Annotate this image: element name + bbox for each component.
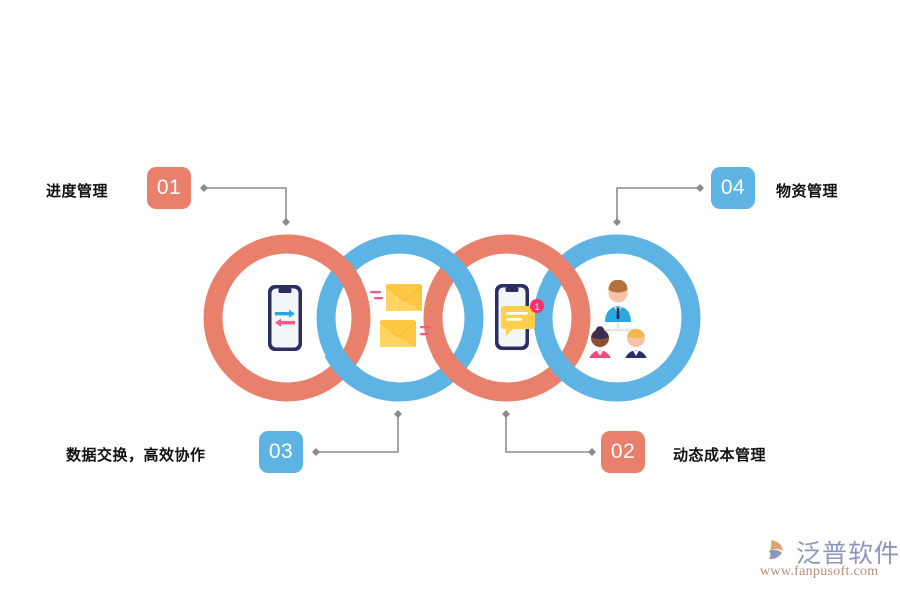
team-group-icon (589, 280, 647, 358)
envelopes-icon (370, 284, 431, 347)
label-01: 进度管理 (46, 182, 109, 200)
watermark-url: www.fanpusoft.com (760, 564, 879, 579)
ring-3-over-ring-2 (432, 347, 508, 402)
ring-1-over-ring-2 (286, 234, 362, 289)
watermark: 泛普软件 www.fanpusoft.com (752, 532, 899, 590)
watermark-brand: 泛普软件 (796, 539, 900, 568)
fanpu-swoosh-logo-icon (755, 536, 783, 562)
notification-count: 1 (534, 302, 539, 312)
badge-04[interactable]: 04 (711, 167, 755, 209)
ring-3-over-ring-4 (506, 234, 582, 291)
phone-chat-notification-icon: 1 (495, 284, 544, 350)
badge-02[interactable]: 02 (601, 431, 645, 473)
phone-data-exchange-icon (268, 285, 302, 351)
label-03: 数据交换，高效协作 (66, 446, 206, 464)
ring-2-over-ring-3 (399, 234, 475, 289)
badge-03[interactable]: 03 (259, 431, 303, 473)
ring-2-over-ring-1 (324, 347, 401, 402)
label-02: 动态成本管理 (673, 446, 767, 464)
label-04: 物资管理 (776, 182, 839, 200)
badge-01[interactable]: 01 (147, 167, 191, 209)
ring-4-lower-left (542, 347, 618, 402)
